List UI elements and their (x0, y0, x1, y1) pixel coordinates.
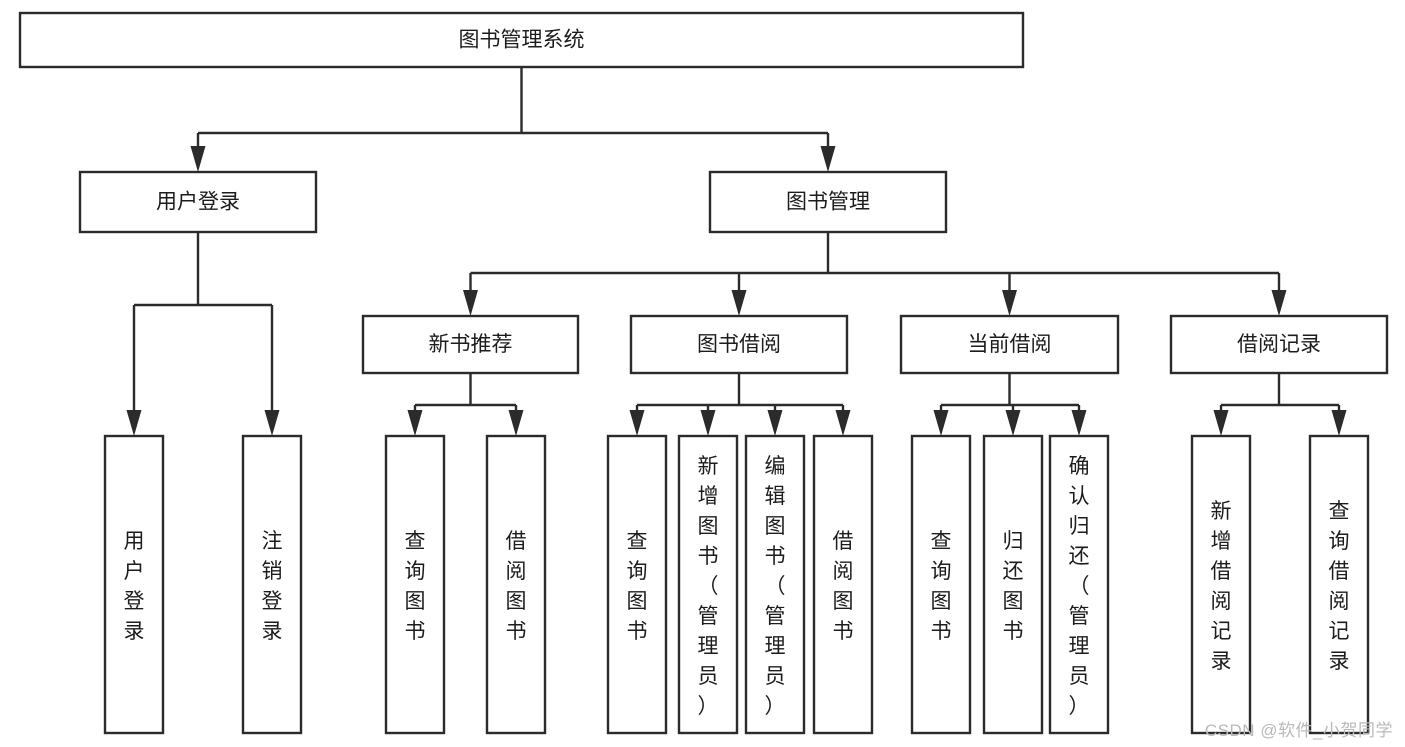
arrow-head-icon (1071, 410, 1087, 436)
node-label: 查询借阅记录 (1329, 500, 1350, 673)
node-box (982, 434, 1044, 735)
node-box (18, 11, 1025, 69)
node-n-borrow[interactable]: 图书借阅 (629, 314, 849, 375)
node-box (744, 434, 806, 735)
node-n-record[interactable]: 借阅记录 (1169, 314, 1389, 375)
node-box (1169, 314, 1389, 375)
arrow-head-icon (190, 146, 206, 172)
arrow-head-icon (1271, 290, 1287, 316)
node-box (708, 170, 948, 234)
node-label: 借阅记录 (1237, 333, 1321, 356)
node-l-user-logout[interactable]: 注销登录 (241, 434, 303, 735)
node-label: 当前借阅 (968, 333, 1052, 356)
node-label: 注销登录 (262, 530, 283, 643)
node-l-bb-query[interactable]: 查询图书 (606, 434, 668, 735)
node-label: 用户登录 (156, 191, 240, 214)
node-l-user-login[interactable]: 用户登录 (103, 434, 165, 735)
node-box (384, 434, 446, 735)
node-label: 图书借阅 (697, 333, 781, 356)
node-label: 查询图书 (627, 530, 648, 643)
node-box (1048, 434, 1110, 735)
node-label: 图书管理系统 (459, 29, 585, 52)
arrow-head-icon (1331, 410, 1347, 436)
node-l-cb-return[interactable]: 归还图书 (982, 434, 1044, 735)
node-l-bb-edit[interactable]: 编辑图书（管理员） (744, 434, 806, 735)
arrow-head-icon (820, 146, 836, 172)
node-label: 确认归还（管理员） (1069, 455, 1090, 718)
node-box (606, 434, 668, 735)
node-label: 归还图书 (1003, 530, 1024, 643)
node-label: 图书管理 (786, 191, 870, 214)
arrow-head-icon (1213, 410, 1229, 436)
node-label: 查询图书 (931, 530, 952, 643)
node-n-book-mgmt[interactable]: 图书管理 (708, 170, 948, 234)
arrow-head-icon (508, 410, 524, 436)
arrow-head-icon (731, 290, 747, 316)
arrow-head-icon (933, 410, 949, 436)
edges-layer (126, 67, 1347, 436)
node-l-cb-confirm[interactable]: 确认归还（管理员） (1048, 434, 1110, 735)
node-box (361, 314, 580, 375)
node-label: 新增借阅记录 (1211, 500, 1232, 673)
arrow-head-icon (407, 410, 423, 436)
node-box (485, 434, 547, 735)
node-root[interactable]: 图书管理系统 (18, 11, 1025, 69)
node-label: 新书推荐 (429, 333, 513, 356)
node-l-nb-borrow[interactable]: 借阅图书 (485, 434, 547, 735)
arrow-head-icon (463, 290, 478, 316)
nodes-layer: 图书管理系统用户登录图书管理新书推荐图书借阅当前借阅借阅记录用户登录注销登录查询… (18, 11, 1389, 735)
node-n-new-book[interactable]: 新书推荐 (361, 314, 580, 375)
arrow-head-icon (126, 410, 142, 436)
node-box (78, 170, 318, 234)
node-l-bb-borrow[interactable]: 借阅图书 (812, 434, 874, 735)
node-l-rec-query[interactable]: 查询借阅记录 (1308, 434, 1370, 735)
arrow-head-icon (1002, 290, 1017, 316)
arrow-head-icon (835, 410, 851, 436)
node-box (241, 434, 303, 735)
node-box (1190, 434, 1252, 735)
node-box (103, 434, 165, 735)
node-box (1308, 434, 1370, 735)
arrow-head-icon (700, 410, 716, 436)
arrow-head-icon (767, 410, 783, 436)
node-box (677, 434, 739, 735)
arrow-head-icon (264, 410, 280, 436)
arrow-head-icon (1005, 410, 1021, 436)
node-l-cb-query[interactable]: 查询图书 (910, 434, 972, 735)
node-l-rec-add[interactable]: 新增借阅记录 (1190, 434, 1252, 735)
node-box (899, 314, 1120, 375)
node-label: 新增图书（管理员） (698, 455, 719, 718)
node-box (629, 314, 849, 375)
node-label: 编辑图书（管理员） (765, 455, 786, 718)
node-n-user-login[interactable]: 用户登录 (78, 170, 318, 234)
node-box (812, 434, 874, 735)
node-label: 查询图书 (405, 530, 426, 643)
node-box (910, 434, 972, 735)
node-label: 借阅图书 (506, 530, 527, 643)
node-label: 借阅图书 (833, 530, 854, 643)
node-l-bb-add[interactable]: 新增图书（管理员） (677, 434, 739, 735)
arrow-head-icon (629, 410, 645, 436)
node-l-nb-query[interactable]: 查询图书 (384, 434, 446, 735)
node-label: 用户登录 (124, 530, 145, 643)
node-n-current[interactable]: 当前借阅 (899, 314, 1120, 375)
watermark-text: CSDN @软件_小贺同学 (1204, 721, 1393, 740)
